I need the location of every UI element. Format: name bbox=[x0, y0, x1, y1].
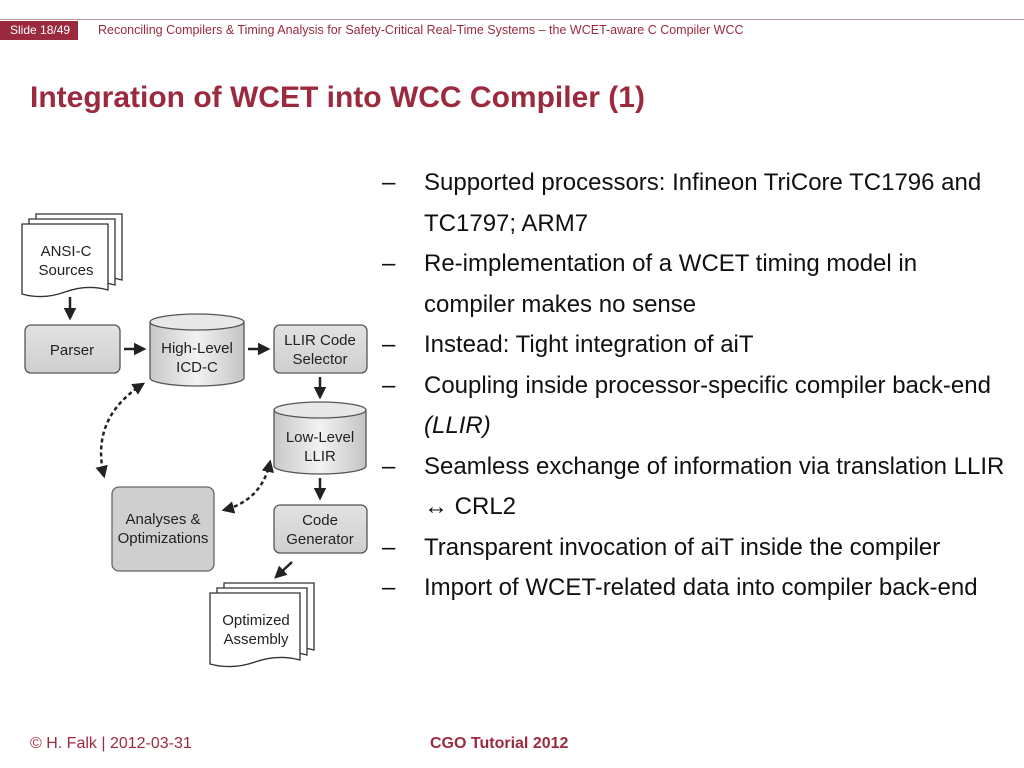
ansi-sources-document: ANSI-C Sources bbox=[21, 213, 123, 298]
parser-box: Parser bbox=[24, 324, 121, 374]
high-level-icdc-cylinder: High-Level ICD-C bbox=[149, 313, 245, 387]
bullet-text: Re-implementation of a WCET timing model… bbox=[424, 250, 918, 318]
dashed-arrow-icdc-analyses bbox=[95, 382, 146, 479]
high-level-label-2: ICD-C bbox=[176, 359, 218, 376]
footer-event: CGO Tutorial 2012 bbox=[430, 735, 569, 752]
bullet-text: Import of WCET-related data into compile… bbox=[424, 574, 978, 601]
slide-counter: Slide 18/49 bbox=[0, 21, 79, 40]
optimized-assembly-document: Optimized Assembly bbox=[209, 582, 315, 668]
analyses-optimizations-box: Analyses & Optimizations bbox=[111, 486, 215, 572]
dashed-arrow-llir-analyses bbox=[221, 459, 275, 514]
bullet-text-italic: (LLIR) bbox=[424, 412, 491, 439]
llir-selector-label-1: LLIR Code bbox=[284, 332, 356, 349]
bullet-dash: – bbox=[382, 331, 396, 358]
optimized-assembly-label-1: Optimized bbox=[222, 612, 290, 629]
bullet-text: Coupling inside processor-specific compi… bbox=[424, 371, 991, 399]
bullet-text-suffix: CRL2 bbox=[448, 493, 517, 520]
code-generator-label-2: Generator bbox=[286, 531, 354, 548]
llir-code-selector-box: LLIR Code Selector bbox=[273, 324, 368, 374]
parser-label: Parser bbox=[50, 342, 94, 359]
low-level-label-2: LLIR bbox=[304, 448, 336, 465]
bullet-list: – Supported processors: Infineon TriCore… bbox=[382, 163, 1007, 609]
page-title: Integration of WCET into WCC Compiler (1… bbox=[30, 81, 645, 114]
ansi-sources-label-1: ANSI-C bbox=[41, 243, 92, 260]
bullet-text: Supported processors: Infineon TriCore T… bbox=[424, 169, 982, 237]
ansi-sources-label-2: Sources bbox=[38, 262, 93, 279]
bullet-dash: – bbox=[382, 452, 396, 480]
arrow-codegen-to-assembly bbox=[274, 561, 293, 579]
analyses-label-1: Analyses & bbox=[125, 511, 200, 528]
presentation-title: Reconciling Compilers & Timing Analysis … bbox=[98, 23, 744, 37]
low-level-label-1: Low-Level bbox=[286, 429, 354, 446]
bullet-text: Instead: Tight integration of aiT bbox=[424, 331, 754, 358]
code-generator-label-1: Code bbox=[302, 512, 338, 529]
bullet-dash: – bbox=[382, 574, 396, 601]
analyses-label-2: Optimizations bbox=[118, 530, 209, 547]
high-level-label-1: High-Level bbox=[161, 340, 233, 357]
bullet-item: – Supported processors: Infineon TriCore… bbox=[382, 163, 1007, 244]
bullet-item: – Seamless exchange of information via t… bbox=[382, 447, 1007, 528]
code-generator-box: Code Generator bbox=[273, 504, 368, 554]
bullet-dash: – bbox=[382, 371, 396, 399]
bullet-dash: – bbox=[382, 250, 396, 277]
bullet-item: – Instead: Tight integration of aiT bbox=[382, 325, 1007, 366]
bullet-dash: – bbox=[382, 169, 396, 196]
bullet-text: Transparent invocation of aiT inside the… bbox=[424, 533, 941, 561]
bidirectional-arrow-symbol: ↔ bbox=[424, 493, 448, 520]
bullet-item: – Import of WCET-related data into compi… bbox=[382, 568, 1007, 609]
compiler-flow-diagram: ANSI-C Sources Parser High-Level ICD-C L… bbox=[21, 213, 368, 668]
bullet-item: – Transparent invocation of aiT inside t… bbox=[382, 528, 1007, 569]
optimized-assembly-label-2: Assembly bbox=[223, 631, 289, 648]
bullet-dash: – bbox=[382, 533, 396, 561]
header-rule bbox=[0, 19, 1024, 20]
bullet-item: – Coupling inside processor-specific com… bbox=[382, 366, 1007, 447]
bullet-text: Seamless exchange of information via tra… bbox=[424, 452, 1005, 480]
footer-author-date: © H. Falk | 2012-03-31 bbox=[30, 735, 192, 752]
low-level-llir-cylinder: Low-Level LLIR bbox=[273, 401, 367, 475]
bullet-item: – Re-implementation of a WCET timing mod… bbox=[382, 244, 1007, 325]
llir-selector-label-2: Selector bbox=[292, 351, 347, 368]
